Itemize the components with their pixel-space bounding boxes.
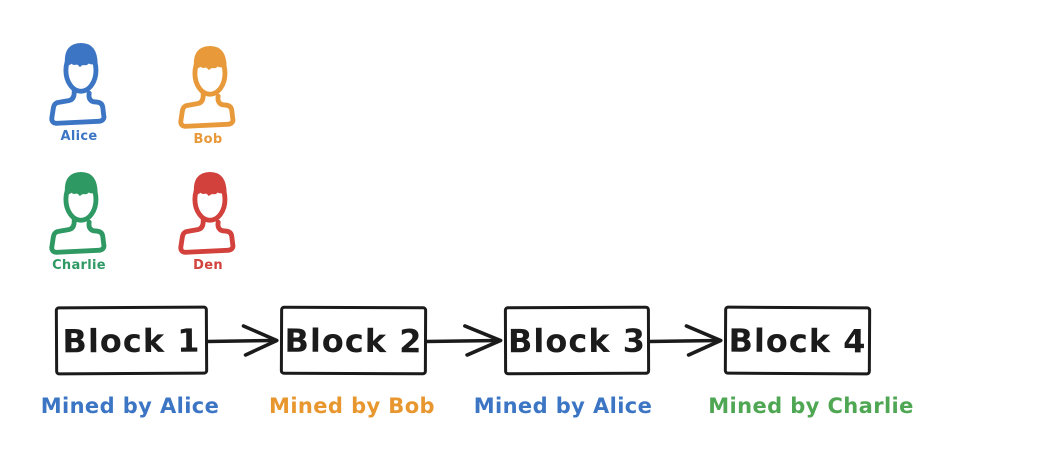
miner-caption: Mined by Charlie (708, 394, 914, 418)
miner-caption: Mined by Bob (269, 394, 435, 418)
person-label: Charlie (52, 258, 106, 273)
person-charlie: Charlie (46, 169, 112, 273)
arrow-icon (424, 324, 503, 357)
block-label: Block 1 (62, 321, 201, 360)
person-label: Den (193, 258, 223, 273)
person-icon (176, 43, 240, 129)
miner-caption: Mined by Alice (473, 394, 653, 418)
block-4: Block 4 (723, 305, 872, 376)
person-bob: Bob (175, 43, 241, 147)
block-3: Block 3 (503, 305, 651, 376)
block-label: Block 2 (284, 321, 423, 360)
arrow-icon (205, 324, 279, 357)
block-label: Block 3 (507, 321, 647, 360)
person-label: Bob (193, 132, 223, 147)
block-label: Block 4 (728, 321, 867, 360)
person-den: Den (175, 169, 241, 273)
arrow-icon (647, 324, 723, 357)
person-icon (47, 169, 111, 255)
person-alice: Alice (46, 40, 112, 144)
block-1: Block 1 (54, 305, 209, 376)
person-icon (176, 169, 240, 255)
miner-caption: Mined by Alice (40, 394, 220, 418)
person-label: Alice (60, 129, 98, 144)
person-icon (47, 40, 111, 126)
block-2: Block 2 (279, 305, 428, 376)
